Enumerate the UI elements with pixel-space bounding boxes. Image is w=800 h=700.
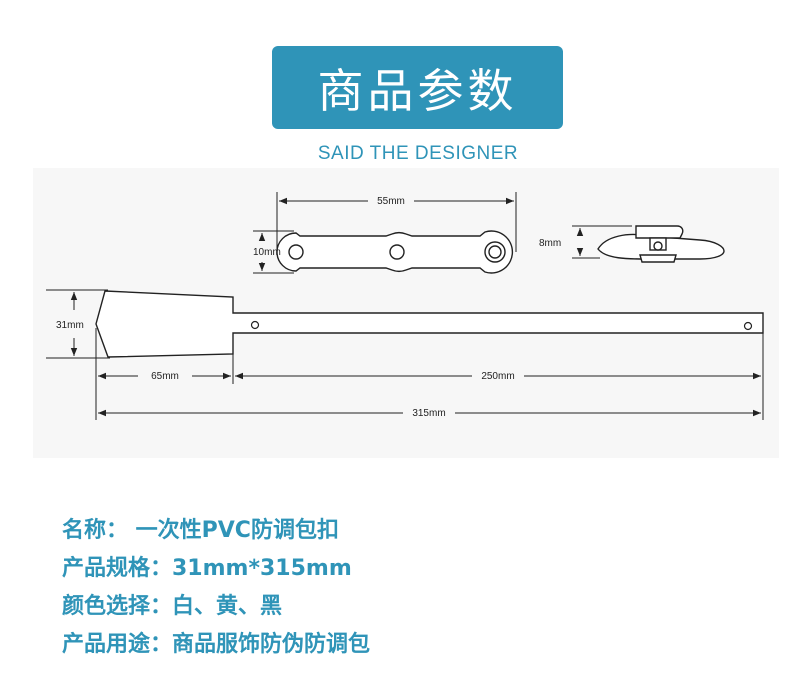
dim-label-31mm: 31mm xyxy=(56,320,84,331)
drawing-svg: 55mm 10mm 8mm xyxy=(46,192,764,420)
page-title: 商品参数 xyxy=(317,63,518,118)
technical-drawing: 55mm 10mm 8mm xyxy=(33,168,779,458)
dim-label-65mm: 65mm xyxy=(151,371,179,382)
spec-usage: 产品用途：商品服饰防伪防调包 xyxy=(62,632,371,657)
title-banner: 商品参数 xyxy=(272,46,563,129)
dim-55mm xyxy=(276,192,517,252)
dim-label-10mm: 10mm xyxy=(253,247,281,258)
hole-middle xyxy=(389,244,405,260)
strap-hole-right xyxy=(743,321,753,331)
page-subtitle: SAID THE DESIGNER xyxy=(317,143,519,164)
strap-hole-left xyxy=(250,320,260,330)
hole-right-inner xyxy=(488,245,502,259)
spec-size: 产品规格：31mm*315mm xyxy=(62,556,352,581)
dim-label-55mm: 55mm xyxy=(377,196,405,207)
dim-label-250mm: 250mm xyxy=(481,371,514,382)
spec-name: 名称： 一次性PVC防调包扣 xyxy=(62,518,339,543)
hole-left xyxy=(288,244,304,260)
spec-list: 名称： 一次性PVC防调包扣 产品规格：31mm*315mm 颜色选择：白、黄、… xyxy=(62,516,370,668)
dim-31mm xyxy=(46,289,110,359)
extension-lines xyxy=(95,328,764,420)
dim-label-8mm: 8mm xyxy=(539,238,561,249)
dim-8mm xyxy=(572,225,632,259)
dim-label-315mm: 315mm xyxy=(412,408,445,419)
strap-outline xyxy=(95,290,764,358)
spec-colors: 颜色选择：白、黄、黑 xyxy=(62,594,283,619)
clip-side-view xyxy=(597,225,725,263)
connector-top-view xyxy=(276,230,514,274)
dim-10mm xyxy=(253,230,294,274)
